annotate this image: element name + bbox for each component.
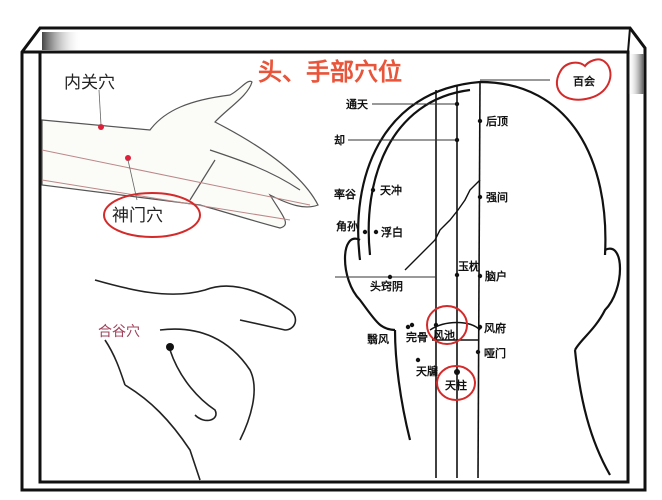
label-tianchong: 天冲: [380, 183, 402, 197]
hand-illustration: [94, 279, 297, 481]
baihui-circle: [555, 58, 612, 101]
label-houding: 后顶: [486, 114, 508, 128]
shenmen-point: [125, 155, 131, 161]
label-yamen: 哑门: [484, 346, 506, 360]
head-points: [362, 101, 483, 375]
label-que: 却: [334, 133, 345, 147]
label-hegu: 合谷穴: [98, 324, 140, 340]
label-shenmen: 神门穴: [112, 206, 163, 226]
label-wangu: 完骨: [406, 330, 428, 344]
label-yuzhen: 玉枕: [458, 259, 480, 273]
neiguan-point: [98, 124, 104, 130]
label-shuaigu: 率谷: [334, 187, 357, 201]
arm-illustration: [41, 80, 319, 229]
label-tianyou: 天牖: [416, 364, 438, 378]
label-yifeng: 翳风: [367, 332, 389, 346]
label-qiangjian: 强间: [486, 191, 508, 204]
page-title: 头、手部穴位: [258, 58, 402, 86]
label-tongtian: 通天: [346, 98, 369, 111]
shenmen-circle: [103, 192, 201, 238]
label-neiguan: 内关穴: [64, 73, 115, 93]
label-fengfu: 风府: [484, 321, 506, 335]
label-fengchi: 风池: [433, 328, 455, 342]
label-tianzhu: 天柱: [445, 378, 467, 392]
head-illustration: [344, 80, 621, 479]
tianzhu-circle: [436, 365, 476, 401]
label-baihui: 百会: [573, 74, 596, 88]
fengchi-circle: [426, 305, 468, 345]
label-naohu: 脑户: [485, 269, 507, 283]
picture-frame: [20, 26, 647, 492]
head-lines: [335, 79, 550, 278]
label-jiaosun: 角孙: [336, 219, 358, 233]
label-fubai: 浮白: [381, 225, 403, 239]
hegu-point: [166, 343, 174, 351]
label-touqiaoyin: 头窍阴: [370, 279, 403, 293]
